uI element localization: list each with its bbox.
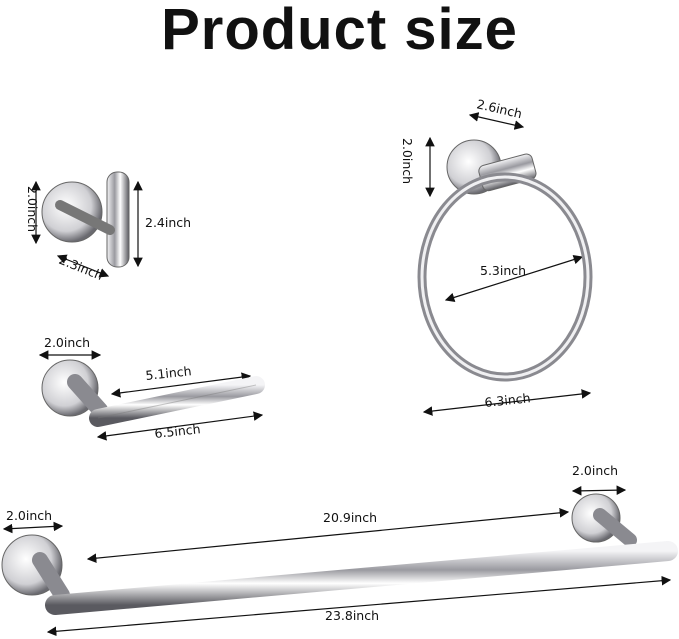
towel-bar-right-base-label: 2.0inch [572,463,618,478]
towel-bar-length-label: 20.9inch [323,510,377,525]
holder-bar-label: 5.1inch [145,363,192,383]
ring-outer-label: 6.3inch [484,390,531,410]
hook-height-label: 2.0inch [25,186,40,232]
ring-inner-label: 5.3inch [480,263,526,278]
towel-bar-image [1,493,678,615]
paper-holder-image [41,359,265,427]
ring-height-label: 2.0inch [400,138,415,184]
towel-bar-total-label: 23.8inch [325,608,379,623]
towel-bar-left-base-label: 2.0inch [6,508,52,523]
towel-ring-image [417,139,593,382]
holder-total-label: 6.5inch [154,421,201,441]
holder-base-label: 2.0inch [44,335,90,350]
hook-length-label: 2.4inch [145,215,191,230]
hook-depth-label: 2.3inch [57,252,105,283]
page-title: Product size [161,0,518,62]
robe-hook-image [41,171,130,268]
